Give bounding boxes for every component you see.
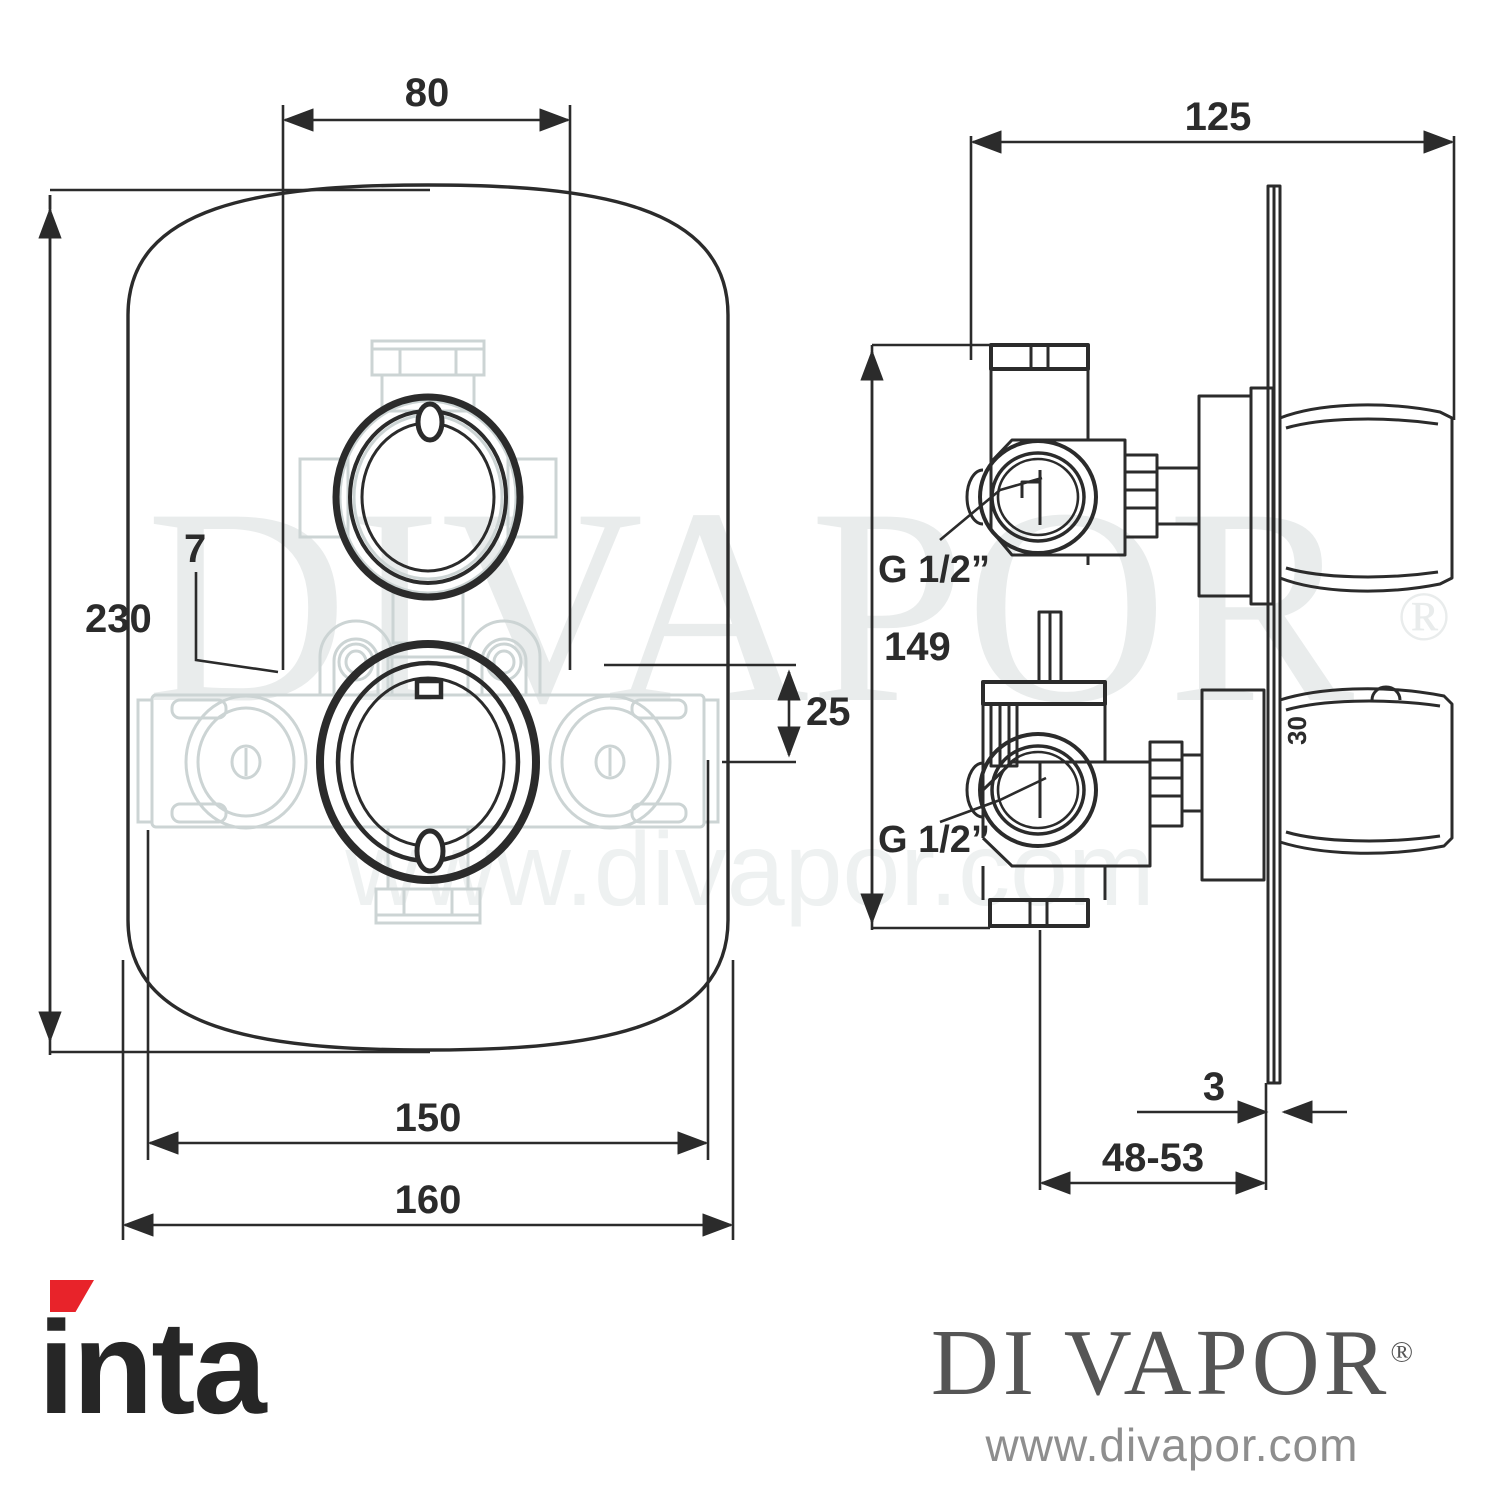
dimension-125-label: 125 [1185,95,1252,139]
divapor-registered-icon: ® [1390,1335,1414,1369]
dimension-230-label: 230 [85,597,152,641]
dimension-25 [604,663,801,764]
dimension-7-label: 7 [184,527,206,571]
inta-logo: inta [38,1280,267,1434]
port-leaders [939,476,1047,824]
dimension-230 [38,188,430,1055]
dimension-80 [281,105,572,670]
dimension-150 [146,760,710,1160]
side-view-group: 125 149 G 1/2” G 1/2” 30 [860,95,1456,1195]
upper-control-knob[interactable] [332,393,524,601]
inta-logo-text: inta [38,1294,267,1441]
dimension-149 [860,343,990,930]
divapor-wordmark: DI VAPOR [930,1311,1391,1415]
dimension-80-label: 80 [405,71,450,115]
dimension-125 [969,130,1456,420]
port-lower-label: G 1/2” [878,819,990,861]
lower-control-knob[interactable] [316,640,540,884]
lower-knob-indicator-top [414,678,444,700]
dimension-160 [121,960,735,1240]
watermark-registered: ® [1397,579,1450,656]
upper-valve-assembly [965,184,1454,1085]
dimension-48-53-label: 48-53 [1102,1136,1204,1180]
port-upper-label: G 1/2” [878,549,990,591]
dimension-160-label: 160 [395,1178,462,1222]
side-view-valve-body [965,184,1454,1085]
faceplate-outline [126,183,730,1052]
lower-valve-assembly [965,610,1454,928]
dimension-48-53 [1038,930,1268,1195]
lower-knob-indicator-bottom [414,828,446,874]
dimension-25-label: 25 [806,690,851,734]
dimension-150-label: 150 [395,1096,462,1140]
upper-knob-indicator [415,401,445,443]
dimension-3-label: 3 [1203,1065,1225,1109]
dimension-149-label: 149 [884,625,951,669]
divapor-url: www.divapor.com [985,1419,1359,1471]
divapor-logo-text: DI VAPOR® [872,1316,1472,1410]
dimension-30-label: 30 [1282,716,1312,745]
dimension-7-leader [194,572,279,674]
front-view-ghost-body [136,339,720,925]
divapor-logo: DI VAPOR® www.divapor.com [872,1316,1472,1472]
front-view-group: 80 230 7 25 [38,71,851,1240]
